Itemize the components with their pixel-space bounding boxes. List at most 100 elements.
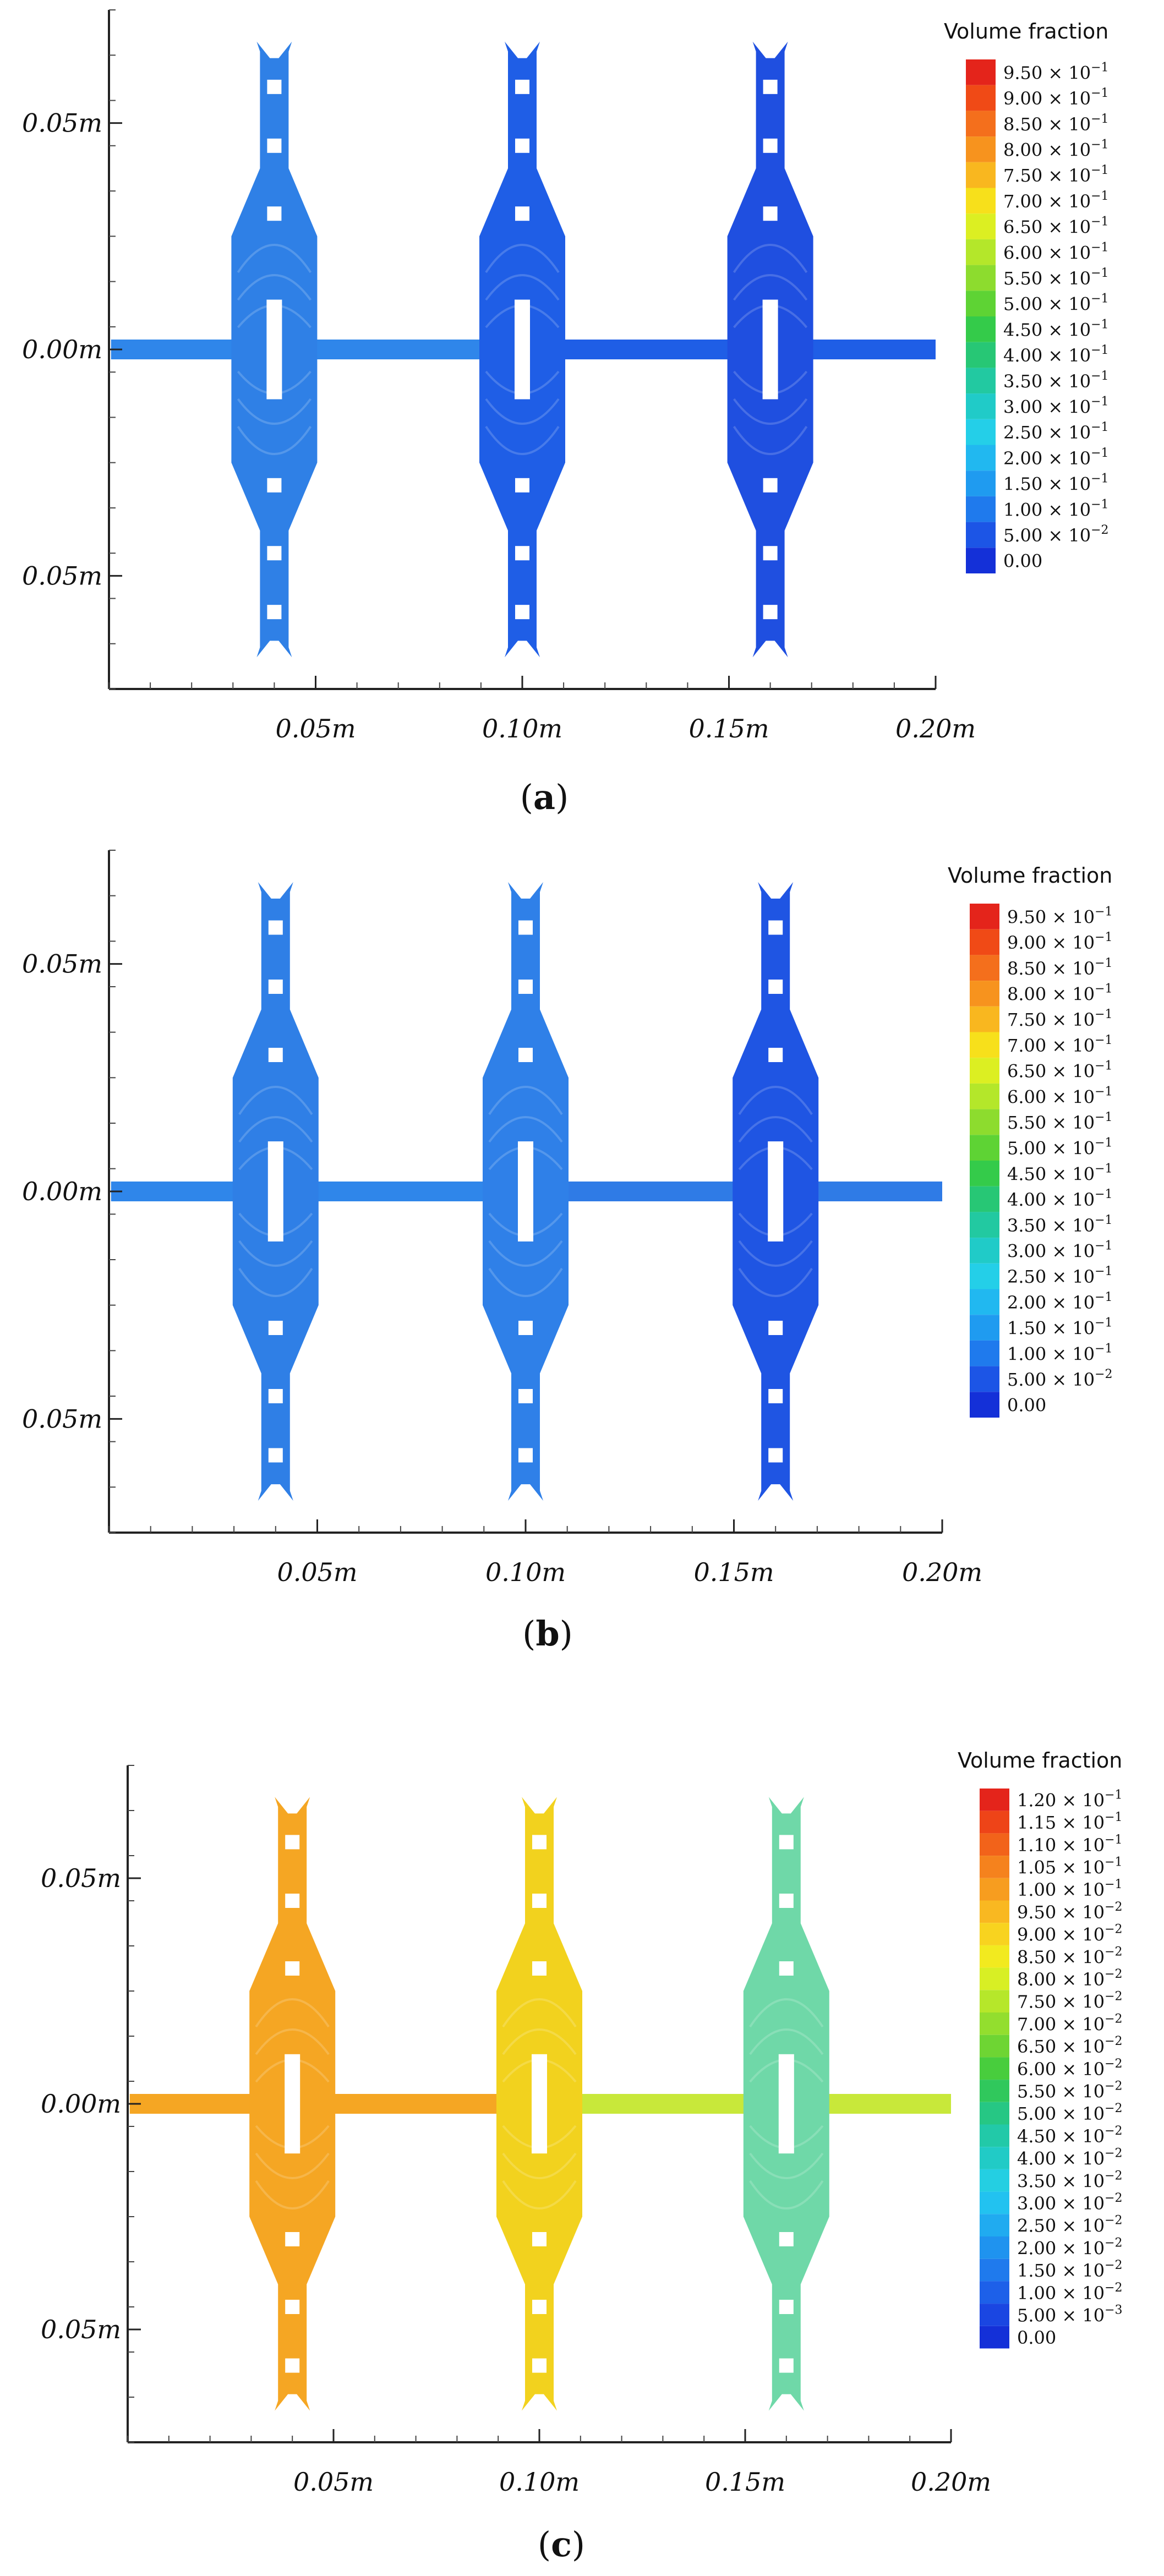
colorbar-swatch <box>966 445 996 471</box>
colorbar-swatch <box>970 981 999 1007</box>
colorbar-swatch <box>970 904 999 929</box>
y-tick-label: 0.05m <box>22 1404 102 1434</box>
baffle-hole <box>518 980 533 994</box>
colorbar-label: 8.00 × 10−1 <box>1003 138 1109 160</box>
x-tick-label: 0.10m <box>485 1557 566 1587</box>
colorbar-label: 3.50 × 10−1 <box>1007 1213 1113 1236</box>
colorbar-label: 3.50 × 10−2 <box>1017 2169 1123 2191</box>
x-tick-label: 0.15m <box>705 2467 785 2497</box>
baffle-hole <box>532 2300 547 2314</box>
y-tick-label: 0.05m <box>22 561 102 590</box>
colorbar-label: 1.50 × 10−1 <box>1007 1316 1113 1339</box>
x-tick-label: 0.20m <box>911 2467 991 2497</box>
baffle-hole <box>779 2232 794 2246</box>
colorbar-label: 2.50 × 10−1 <box>1007 1265 1113 1287</box>
colorbar-swatch <box>970 955 999 981</box>
y-tick-label: 0.05m <box>22 108 102 138</box>
flow-streak <box>738 1116 813 1143</box>
flow-streak <box>237 398 312 425</box>
baffle-hole <box>532 2232 547 2246</box>
colorbar-swatch <box>980 2124 1009 2147</box>
x-tick-label: 0.20m <box>895 714 976 743</box>
colorbar-label: 9.00 × 10−1 <box>1003 86 1109 109</box>
colorbar-label: 1.15 × 10−1 <box>1017 1811 1123 1833</box>
colorbar-label: 0.00 <box>1003 551 1042 572</box>
colorbar-label: 3.00 × 10−2 <box>1017 2191 1123 2214</box>
flow-streak <box>733 425 808 455</box>
flow-streak <box>733 274 808 301</box>
colorbar-swatch <box>970 1058 999 1084</box>
baffle-hole <box>518 1321 533 1335</box>
flow-streak <box>237 274 312 301</box>
colorbar-label: 1.10 × 10−1 <box>1017 1833 1123 1856</box>
flow-streak <box>488 1116 563 1143</box>
colorbar-label: 9.00 × 10−2 <box>1017 1923 1123 1945</box>
colorbar-label: 5.00 × 10−3 <box>1017 2303 1123 2326</box>
baffle-hole <box>532 2358 547 2373</box>
colorbar-swatch <box>966 419 996 445</box>
colorbar-label: 6.00 × 10−1 <box>1007 1085 1113 1107</box>
colorbar-label: 8.50 × 10−1 <box>1007 956 1113 979</box>
colorbar-label: 5.00 × 10−2 <box>1003 523 1109 546</box>
colorbar-swatch <box>966 59 996 85</box>
baffle-hole <box>763 546 778 561</box>
colorbar-swatch <box>980 2169 1009 2192</box>
central-slot <box>518 1141 533 1241</box>
colorbar-swatch <box>966 342 996 368</box>
baffle-hole <box>532 1835 547 1850</box>
baffle-hole <box>768 1321 783 1335</box>
colorbar-label: 1.00 × 10−1 <box>1007 1342 1113 1364</box>
flow-streak <box>733 244 808 274</box>
colorbar-label: 1.00 × 10−2 <box>1017 2281 1123 2304</box>
colorbar-swatch <box>970 1238 999 1264</box>
colorbar-swatch <box>980 1967 1009 1990</box>
colorbar-swatch <box>980 2102 1009 2125</box>
central-slot <box>768 1141 784 1241</box>
colorbar-swatch <box>970 1263 999 1289</box>
x-tick-label: 0.15m <box>688 714 769 743</box>
x-tick-label: 0.10m <box>482 714 562 743</box>
colorbar-swatch <box>966 111 996 137</box>
colorbar-swatch <box>966 548 996 573</box>
colorbar-label: 0.00 <box>1017 2327 1056 2348</box>
baffle-hole <box>768 1389 783 1403</box>
colorbar-swatch <box>980 2057 1009 2080</box>
colorbar-swatch <box>980 1878 1009 1901</box>
colorbar-swatch <box>980 2012 1009 2035</box>
baffle-hole <box>532 1894 547 1908</box>
baffle-hole <box>515 605 529 620</box>
baffle-hole <box>285 1894 300 1908</box>
colorbar-label: 9.50 × 10−2 <box>1017 1900 1123 1923</box>
colorbar-label: 7.00 × 10−1 <box>1007 1033 1113 1056</box>
colorbar-label: 5.50 × 10−2 <box>1017 2079 1123 2102</box>
colorbar-swatch <box>966 522 996 548</box>
colorbar-swatch <box>980 2147 1009 2169</box>
colorbar-swatch <box>970 1392 999 1418</box>
baffle-hole <box>267 206 282 221</box>
colorbar-label: 9.00 × 10−1 <box>1007 931 1113 953</box>
baffle-hole <box>779 2358 794 2373</box>
colorbar-label: 6.50 × 10−2 <box>1017 2034 1123 2057</box>
baffle-hole <box>268 1321 283 1335</box>
colorbar-swatch <box>966 85 996 111</box>
baffle-hole <box>768 1448 783 1463</box>
colorbar-label: 7.50 × 10−1 <box>1003 163 1109 186</box>
colorbar-swatch <box>980 1990 1009 2012</box>
panel-label: (a) <box>520 777 569 817</box>
colorbar-swatch <box>980 2214 1009 2236</box>
baffle-hole <box>763 138 778 153</box>
flow-streak <box>485 425 560 455</box>
flow-streak <box>502 2028 577 2055</box>
colorbar-swatch <box>970 1109 999 1135</box>
baffle-hole <box>267 478 282 493</box>
colorbar-label: 4.00 × 10−1 <box>1007 1188 1113 1210</box>
colorbar-swatch <box>980 1923 1009 1945</box>
colorbar-label: 7.50 × 10−2 <box>1017 1990 1123 2012</box>
colorbar-swatch <box>970 1315 999 1341</box>
flow-streak <box>485 398 560 425</box>
colorbar-label: 8.50 × 10−2 <box>1017 1945 1123 1967</box>
colorbar-swatch <box>966 316 996 342</box>
baffle-hole <box>768 980 783 994</box>
baffle-hole <box>285 2358 300 2373</box>
